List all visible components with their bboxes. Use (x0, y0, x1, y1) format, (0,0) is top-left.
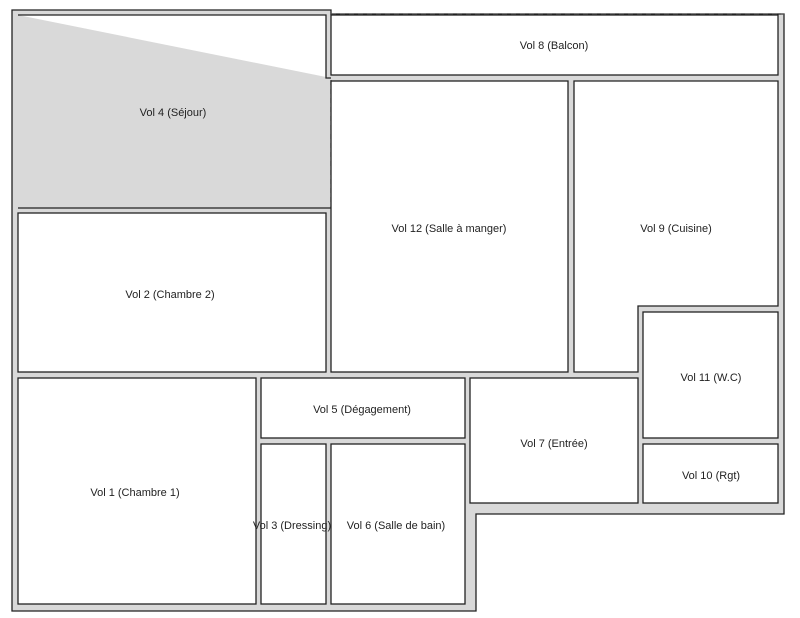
label-vol1: Vol 1 (Chambre 1) (90, 487, 179, 499)
label-vol3: Vol 3 (Dressing) (253, 520, 331, 532)
room-vol4 (18, 14, 331, 209)
label-vol12: Vol 12 (Salle à manger) (392, 223, 507, 235)
label-vol7: Vol 7 (Entrée) (520, 438, 587, 450)
room-vol8 (330, 14, 779, 76)
label-vol10: Vol 10 (Rgt) (682, 470, 740, 482)
room-vol12 (330, 80, 569, 373)
room-vol9 (573, 80, 779, 373)
room-vol7 (469, 377, 639, 504)
label-vol2: Vol 2 (Chambre 2) (125, 289, 214, 301)
room-vol11 (642, 311, 779, 439)
label-vol8: Vol 8 (Balcon) (520, 40, 588, 52)
room-vol6 (330, 443, 466, 605)
label-vol11: Vol 11 (W.C) (681, 372, 742, 384)
room-vol10 (642, 443, 779, 504)
label-vol9: Vol 9 (Cuisine) (640, 223, 712, 235)
room-vol1 (17, 377, 257, 605)
room-vol2 (17, 212, 327, 373)
label-vol6: Vol 6 (Salle de bain) (347, 520, 445, 532)
label-vol4: Vol 4 (Séjour) (140, 107, 207, 119)
label-vol5: Vol 5 (Dégagement) (313, 404, 411, 416)
room-vol5 (260, 377, 466, 439)
room-vol3 (260, 443, 327, 605)
